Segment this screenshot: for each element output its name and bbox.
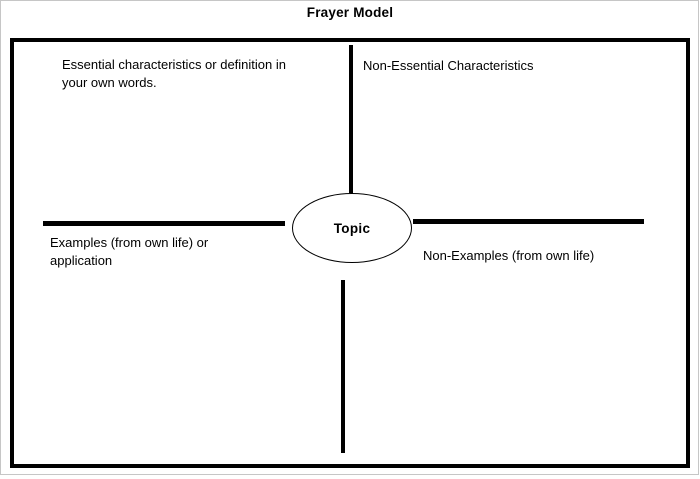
divider-line-left xyxy=(43,221,285,226)
quadrant-label-essential-characteristics: Essential characteristics or definition … xyxy=(62,57,286,90)
diagram-title: Frayer Model xyxy=(306,5,394,20)
quadrant-label-non-essential-characteristics: Non-Essential Characteristics xyxy=(363,58,534,73)
divider-line-bottom xyxy=(341,280,345,453)
divider-line-top xyxy=(349,45,353,193)
topic-label: Topic xyxy=(333,220,371,236)
quadrant-label-examples: Examples (from own life) or application xyxy=(50,235,209,268)
quadrant-label-non-examples: Non-Examples (from own life) xyxy=(423,248,595,263)
diagram-border xyxy=(10,38,690,468)
topic-oval: Topic xyxy=(292,193,412,263)
divider-line-right xyxy=(413,219,644,224)
